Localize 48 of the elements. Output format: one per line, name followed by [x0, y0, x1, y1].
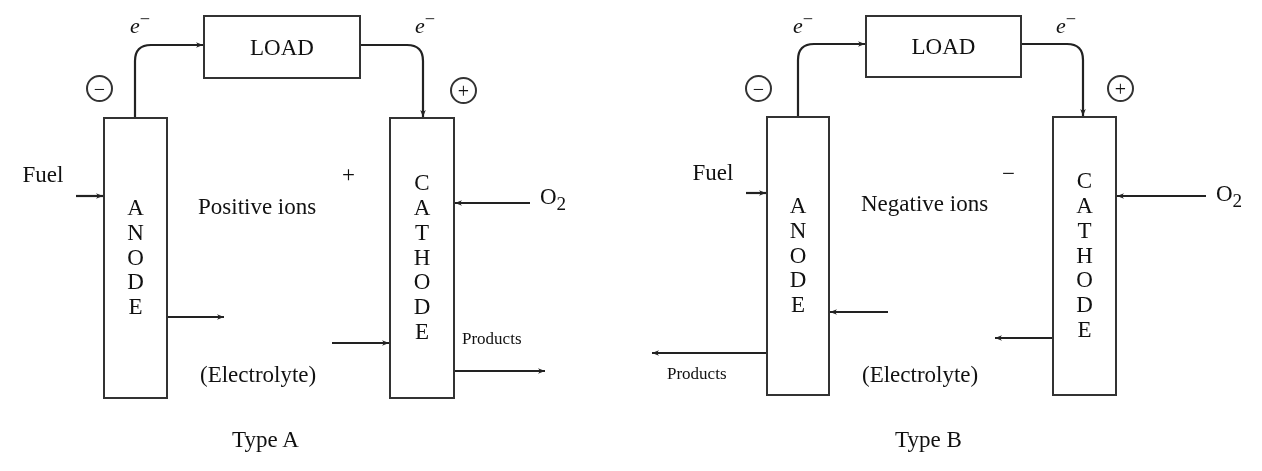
load-label: LOAD [911, 35, 976, 58]
text-label: O$_{2}$ [539, 185, 567, 213]
electrode-box [389, 117, 455, 399]
polarity-circle [1107, 75, 1134, 102]
edge-label: Products [667, 365, 727, 382]
arrow [455, 368, 545, 374]
polarity-circle [86, 75, 113, 102]
electrode-label: ANODE [788, 193, 808, 319]
text-label: (Electrolyte) [862, 363, 979, 386]
arrow [361, 43, 426, 117]
load-box [203, 15, 361, 79]
arrow [1117, 193, 1206, 199]
text-label: Fuel [22, 162, 64, 186]
polarity-circle [745, 75, 772, 102]
electrode-box [766, 116, 830, 396]
electrode-label: ANODE [126, 195, 145, 321]
electrode-box [103, 117, 168, 399]
edge-label: Products [462, 330, 522, 347]
electrode-label: CATHODE [412, 171, 432, 345]
sign-label: − [1002, 162, 1015, 185]
arrow [76, 193, 103, 199]
arrow [830, 309, 888, 315]
electrode-box [1052, 116, 1117, 396]
arrow [995, 335, 1052, 341]
arrow [746, 190, 766, 196]
polarity-sign: + [457, 80, 470, 101]
text-label: O$_{2}$ [1215, 182, 1243, 210]
polarity-sign: − [752, 78, 765, 99]
arrow [1022, 42, 1086, 116]
caption: Type B [895, 428, 962, 451]
polarity-sign: − [93, 78, 106, 99]
text-label: Positive ions [198, 195, 317, 218]
caption: Type A [232, 428, 299, 451]
polarity-sign: + [1114, 78, 1127, 99]
arrow [332, 340, 389, 346]
sign-label: + [342, 163, 355, 186]
electrode-label: CATHODE [1075, 169, 1094, 343]
arrow [133, 42, 203, 117]
arrow [652, 350, 766, 356]
text-label: Negative ions [861, 192, 989, 215]
arrow [796, 41, 865, 116]
text-label: (Electrolyte) [200, 363, 317, 386]
polarity-circle [450, 77, 477, 104]
load-box [865, 15, 1022, 78]
arrow [168, 314, 224, 320]
text-label: Fuel [692, 160, 734, 184]
arrow [455, 200, 530, 206]
load-label: LOAD [250, 35, 314, 59]
